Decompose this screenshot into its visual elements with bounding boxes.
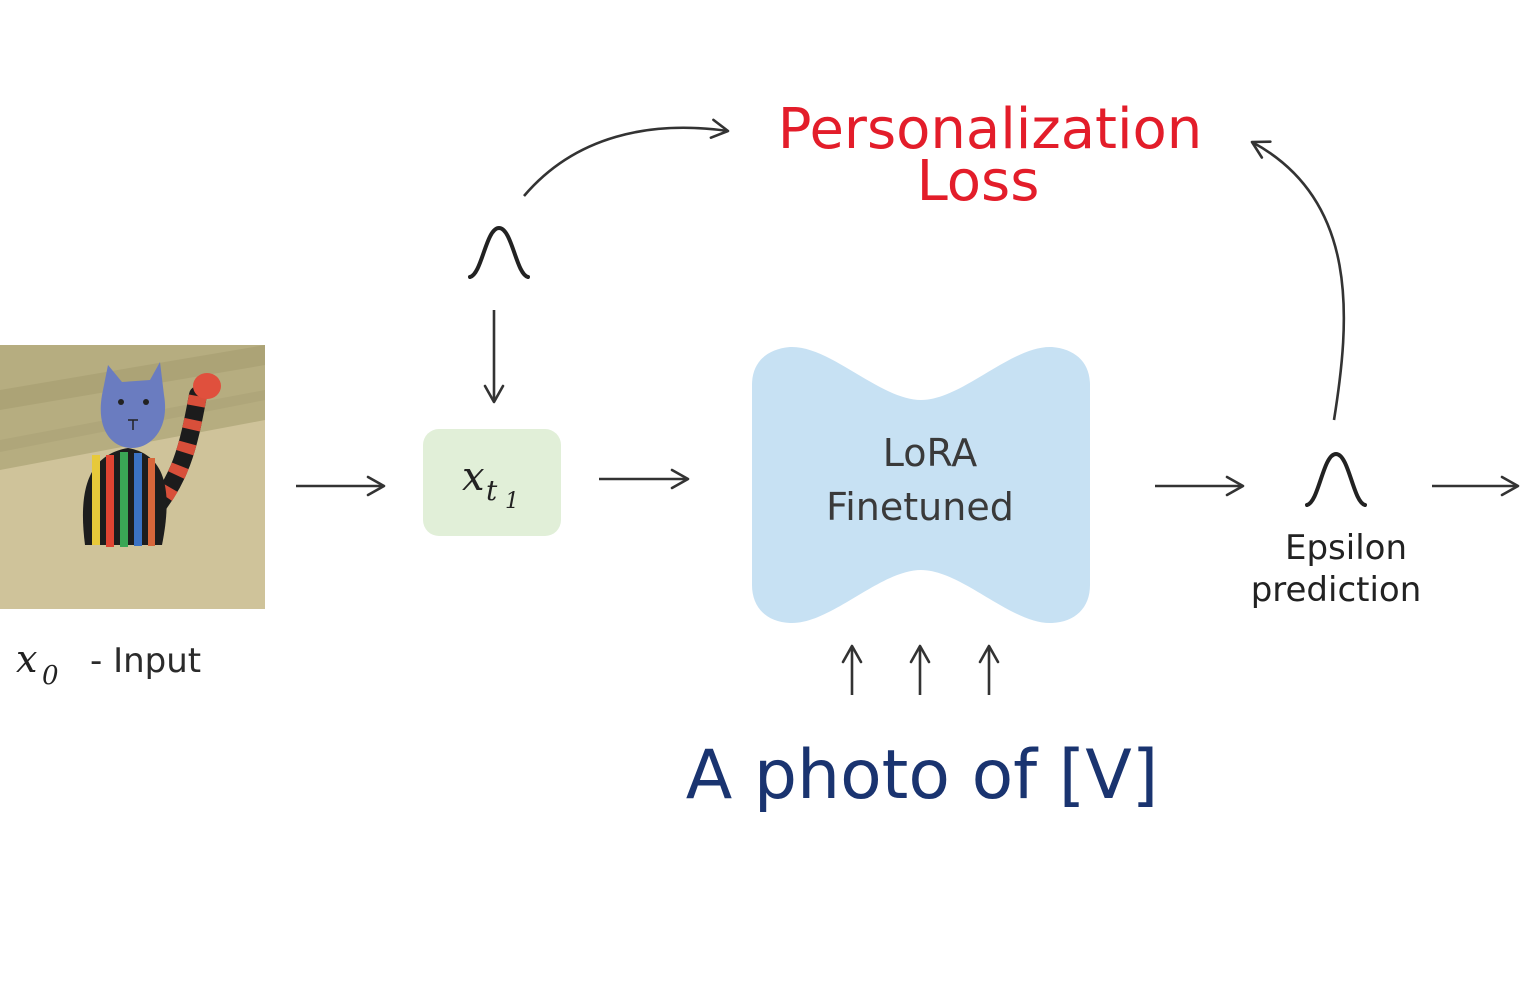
noisy-symbol: x: [462, 454, 485, 500]
gaussian-curve-icon: [468, 225, 530, 279]
unet-label-line1: LoRA: [883, 431, 978, 475]
curved-arrow-epsilon-to-loss: [1250, 140, 1346, 421]
noisy-subscript-1: 1: [505, 489, 519, 514]
loss-title-line2: Loss: [917, 149, 1040, 214]
curved-arrow-noise-to-loss: [523, 118, 730, 197]
prompt-text: A photo of [V]: [686, 736, 1159, 815]
epsilon-label-line1: Epsilon: [1285, 528, 1407, 568]
input-label: - Input: [90, 641, 201, 681]
loss-title: Personalization Loss: [778, 97, 1203, 214]
loss-title-line1: Personalization: [778, 97, 1203, 162]
input-subscript: 0: [42, 661, 59, 691]
input-image: [0, 345, 265, 609]
gaussian-curve-icon: [1305, 451, 1367, 507]
noisy-subscript-t: t: [486, 474, 498, 507]
noisy-latent-box: [423, 429, 561, 536]
lora-unet-shape: [752, 346, 1090, 624]
epsilon-label-line2: prediction: [1251, 570, 1422, 610]
input-symbol: x: [16, 637, 37, 681]
unet-label-line2: Finetuned: [826, 485, 1014, 529]
